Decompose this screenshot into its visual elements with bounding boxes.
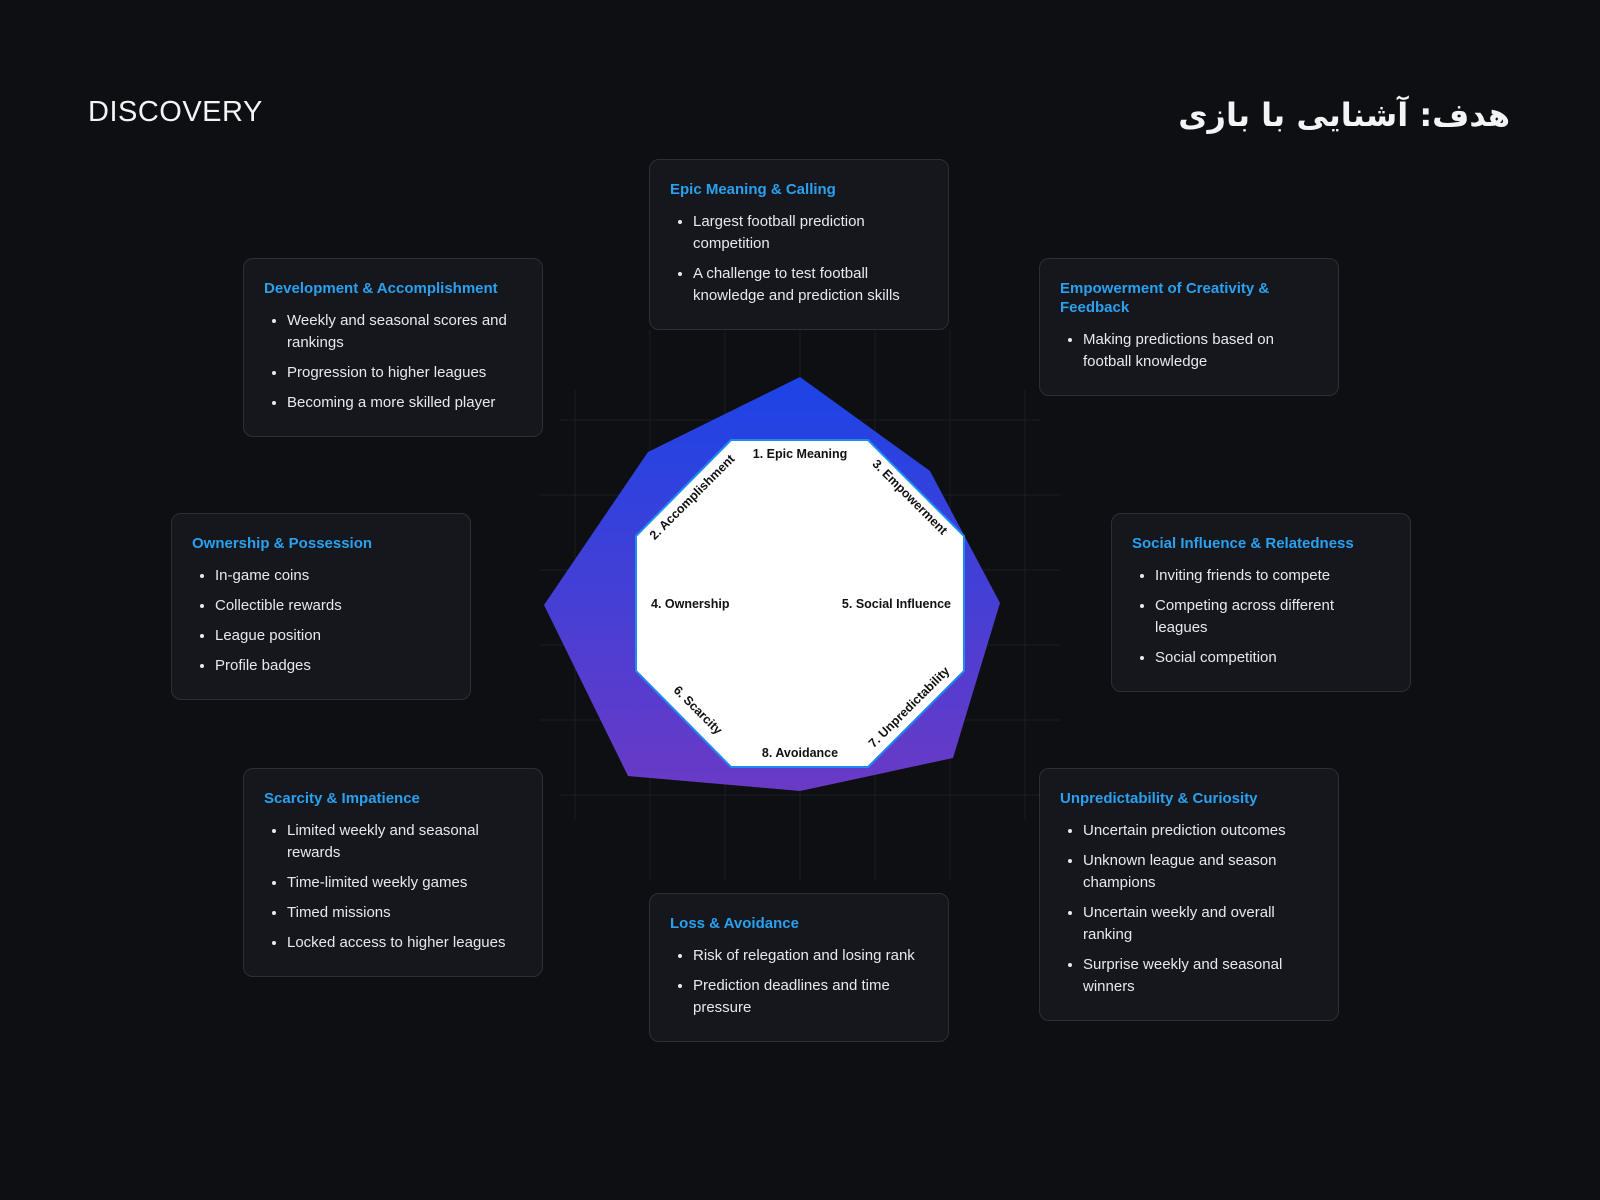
card-unpredictability: Unpredictability & Curiosity Uncertain p… bbox=[1039, 768, 1339, 1021]
card-title: Development & Accomplishment bbox=[264, 280, 498, 297]
list-item: Timed missions bbox=[287, 902, 522, 924]
card-development: Development & Accomplishment Weekly and … bbox=[243, 258, 543, 437]
list-item: Time-limited weekly games bbox=[287, 872, 522, 894]
list-item: Risk of relegation and losing rank bbox=[693, 945, 928, 967]
list-item: League position bbox=[215, 625, 450, 647]
card-loss-avoidance: Loss & Avoidance Risk of relegation and … bbox=[649, 893, 949, 1042]
card-list: Inviting friends to compete Competing ac… bbox=[1132, 565, 1390, 669]
list-item: Becoming a more skilled player bbox=[287, 392, 522, 414]
card-title: Unpredictability & Curiosity bbox=[1060, 790, 1258, 807]
octagon-label-ownership: 4. Ownership bbox=[651, 597, 730, 611]
list-item: Competing across different leagues bbox=[1155, 595, 1390, 639]
list-item: Making predictions based on football kno… bbox=[1083, 329, 1318, 373]
list-item: Profile badges bbox=[215, 655, 450, 677]
list-item: Uncertain prediction outcomes bbox=[1083, 820, 1318, 842]
list-item: Weekly and seasonal scores and rankings bbox=[287, 310, 522, 354]
list-item: Uncertain weekly and overall ranking bbox=[1083, 902, 1318, 946]
list-item: Inviting friends to compete bbox=[1155, 565, 1390, 587]
card-title: Epic Meaning & Calling bbox=[670, 181, 836, 198]
goal-title: هدف: آشنایی با بازی bbox=[1178, 96, 1510, 134]
card-title: Loss & Avoidance bbox=[670, 915, 799, 932]
card-scarcity: Scarcity & Impatience Limited weekly and… bbox=[243, 768, 543, 977]
list-item: Limited weekly and seasonal rewards bbox=[287, 820, 522, 864]
octagon-label-epic-meaning: 1. Epic Meaning bbox=[753, 447, 847, 461]
list-item: Surprise weekly and seasonal winners bbox=[1083, 954, 1318, 998]
octagon-label-social-influence: 5. Social Influence bbox=[842, 597, 951, 611]
card-list: Making predictions based on football kno… bbox=[1060, 329, 1318, 373]
card-list: Weekly and seasonal scores and rankings … bbox=[264, 310, 522, 414]
list-item: Prediction deadlines and time pressure bbox=[693, 975, 928, 1019]
list-item: Largest football prediction competition bbox=[693, 211, 928, 255]
card-list: Largest football prediction competition … bbox=[670, 211, 928, 307]
card-list: Risk of relegation and losing rank Predi… bbox=[670, 945, 928, 1019]
card-title: Empowerment of Creativity & Feedback bbox=[1060, 280, 1270, 316]
octagon-label-avoidance: 8. Avoidance bbox=[762, 746, 838, 760]
octagon bbox=[635, 439, 965, 768]
card-ownership: Ownership & Possession In-game coins Col… bbox=[171, 513, 471, 700]
list-item: Collectible rewards bbox=[215, 595, 450, 617]
list-item: Social competition bbox=[1155, 647, 1390, 669]
list-item: Locked access to higher leagues bbox=[287, 932, 522, 954]
card-social-influence: Social Influence & Relatedness Inviting … bbox=[1111, 513, 1411, 692]
card-list: Limited weekly and seasonal rewards Time… bbox=[264, 820, 522, 954]
card-list: In-game coins Collectible rewards League… bbox=[192, 565, 450, 677]
page-title: DISCOVERY bbox=[88, 96, 263, 128]
list-item: A challenge to test football knowledge a… bbox=[693, 263, 928, 307]
list-item: Unknown league and season champions bbox=[1083, 850, 1318, 894]
card-title: Scarcity & Impatience bbox=[264, 790, 420, 807]
card-list: Uncertain prediction outcomes Unknown le… bbox=[1060, 820, 1318, 998]
card-empowerment: Empowerment of Creativity & Feedback Mak… bbox=[1039, 258, 1339, 396]
list-item: In-game coins bbox=[215, 565, 450, 587]
card-title: Social Influence & Relatedness bbox=[1132, 535, 1354, 552]
list-item: Progression to higher leagues bbox=[287, 362, 522, 384]
card-title: Ownership & Possession bbox=[192, 535, 373, 552]
card-epic-meaning: Epic Meaning & Calling Largest football … bbox=[649, 159, 949, 330]
